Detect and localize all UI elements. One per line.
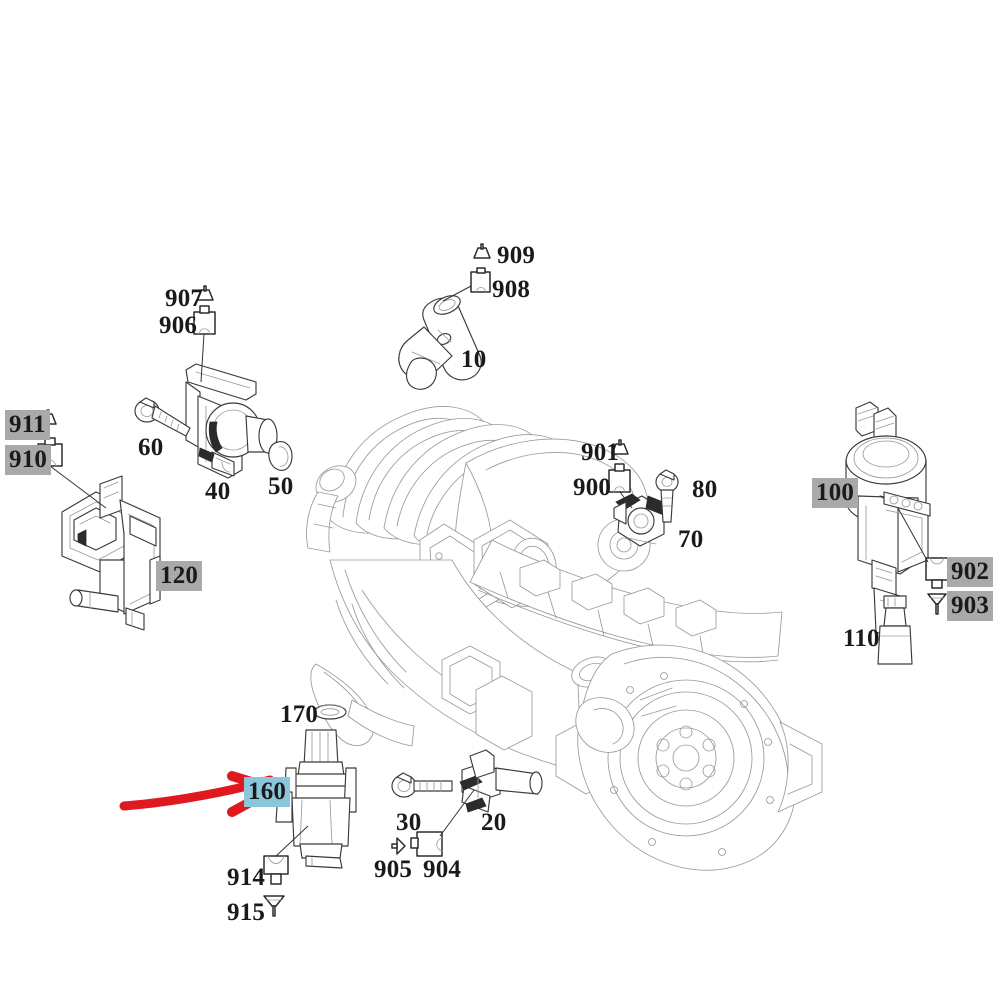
callout-100: 100 <box>812 478 859 508</box>
glyph-907 <box>196 285 214 301</box>
callout-170: 170 <box>280 701 319 728</box>
callout-903: 903 <box>947 591 994 621</box>
leader-914-to-160 <box>275 825 309 857</box>
callout-160: 160 <box>244 777 291 807</box>
glyph-901 <box>611 439 629 455</box>
callout-10: 10 <box>461 346 487 373</box>
leader-908-to-10 <box>442 285 472 302</box>
callout-120: 120 <box>156 561 203 591</box>
part-20-crank-sensor <box>459 749 543 813</box>
callout-911: 911 <box>5 410 50 440</box>
callout-915: 915 <box>227 899 266 926</box>
part-170-seal-ring <box>313 704 347 720</box>
callout-60: 60 <box>138 434 164 461</box>
leader-900-to-70 <box>619 491 633 509</box>
part-70-knock-sensor <box>613 493 669 547</box>
part-120-solenoid-valve <box>61 475 161 631</box>
glyph-900 <box>608 463 631 493</box>
callout-900: 900 <box>573 474 612 501</box>
glyph-908 <box>470 267 491 293</box>
callout-908: 908 <box>492 276 531 303</box>
part-50-o-ring <box>268 441 293 471</box>
part-110-connector-boot <box>877 595 913 665</box>
leader-906-to-40 <box>200 333 205 383</box>
callout-70: 70 <box>678 526 704 553</box>
callout-910: 910 <box>5 445 52 475</box>
part-100-ignition-coil <box>845 401 931 641</box>
callout-907: 907 <box>165 285 204 312</box>
callout-914: 914 <box>227 864 266 891</box>
leader-910-to-120 <box>49 465 107 509</box>
part-80-bolt <box>655 469 679 523</box>
callout-40: 40 <box>205 478 231 505</box>
leader-904-to-20 <box>439 789 475 837</box>
callout-30: 30 <box>396 809 422 836</box>
callout-905: 905 <box>374 856 413 883</box>
glyph-903 <box>927 593 947 615</box>
part-30-bolt <box>391 772 453 798</box>
callout-110: 110 <box>843 625 880 652</box>
engine-assembly-drawing <box>306 406 823 871</box>
glyph-906 <box>193 305 216 335</box>
leader-902-to-100 <box>897 507 929 563</box>
part-10-sensor <box>398 295 482 390</box>
callout-80: 80 <box>692 476 718 503</box>
glyph-914 <box>263 855 289 885</box>
callout-901: 901 <box>581 439 620 466</box>
part-60-bolt <box>134 397 191 437</box>
glyph-909 <box>473 243 491 259</box>
callout-902: 902 <box>947 557 994 587</box>
glyph-904 <box>410 831 443 857</box>
callout-906: 906 <box>159 312 198 339</box>
callout-909: 909 <box>497 242 536 269</box>
glyph-902 <box>925 557 949 589</box>
part-40-sensor-with-bracket <box>185 363 278 479</box>
callout-50: 50 <box>268 473 294 500</box>
callout-20: 20 <box>481 809 507 836</box>
glyph-915 <box>263 895 285 917</box>
glyph-905 <box>391 837 406 855</box>
callout-904: 904 <box>423 856 462 883</box>
